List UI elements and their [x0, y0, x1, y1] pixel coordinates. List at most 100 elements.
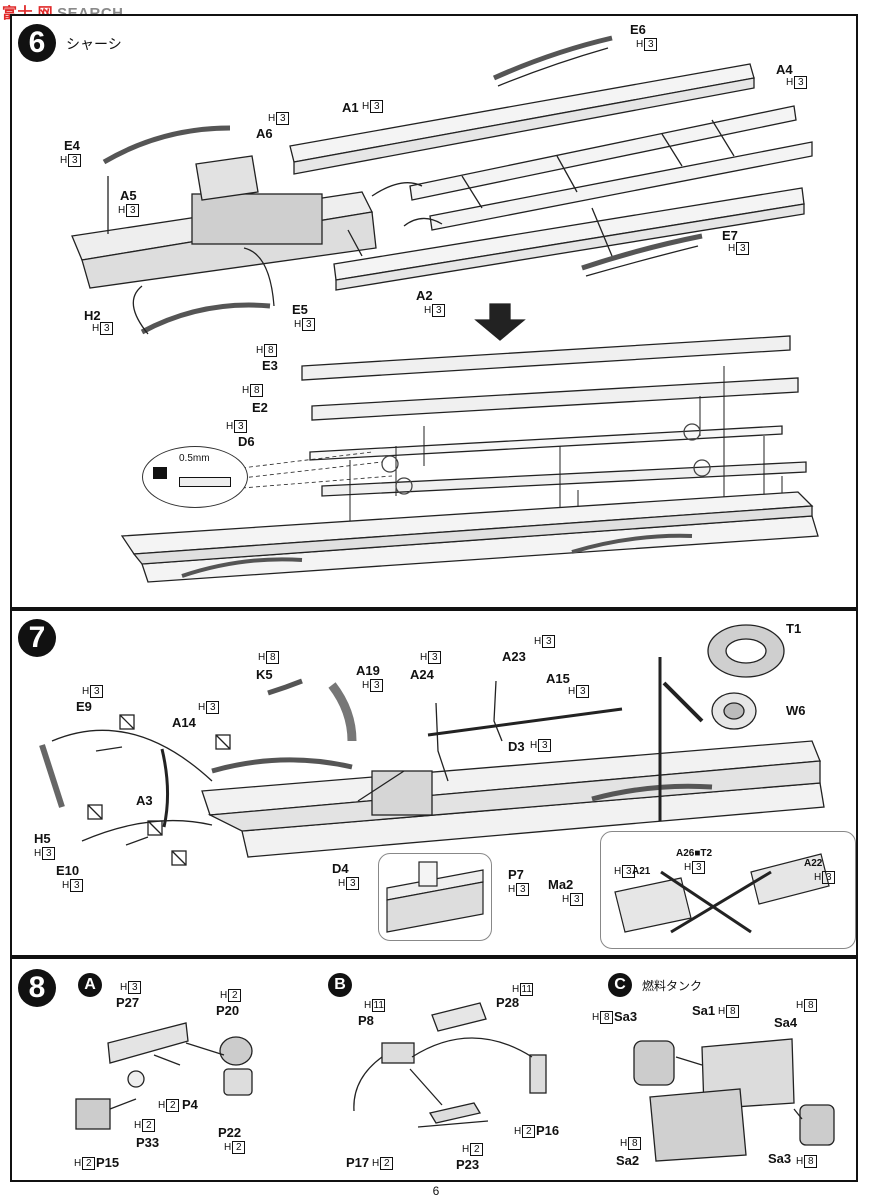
part-label-e6: E6: [630, 22, 646, 37]
fuel-tank-drawing: [75, 1002, 835, 1162]
detail-inset-left: [378, 853, 492, 941]
part-label-p7: P7: [508, 867, 524, 882]
detail-inset-axle: [600, 831, 856, 949]
inset-left-drawing: [386, 861, 484, 933]
part-label-e9: E9: [76, 699, 92, 714]
inset-axle-drawing: [614, 853, 830, 934]
part-label-sa1: Sa1: [692, 1003, 716, 1018]
part-label-t1: T1: [786, 621, 802, 636]
part-label-a26-t2: A26■T2: [676, 848, 713, 859]
part-label-e10: E10: [56, 863, 80, 878]
sub-step-c-badge: C: [608, 973, 632, 997]
part-label-ma2: Ma2: [548, 877, 574, 892]
suspension-drawing: [39, 624, 825, 866]
part-label-a14: A14: [172, 715, 196, 730]
part-label-d6: D6: [238, 434, 255, 449]
part-label-h2: H2: [84, 308, 101, 323]
part-label-p15: P15: [96, 1155, 120, 1170]
step-7-badge: 7: [18, 619, 56, 657]
part-label-d4: D4: [332, 861, 349, 876]
part-label-a1: A1: [342, 100, 359, 115]
part-label-p22: P22: [218, 1125, 242, 1140]
part-label-sa3-top: Sa3: [614, 1009, 638, 1024]
part-label-e4: E4: [64, 138, 80, 153]
part-label-a22: A22: [804, 858, 823, 869]
part-label-p27: P27: [116, 995, 140, 1010]
step-6-badge: 6: [18, 24, 56, 62]
part-label-p17: P17: [346, 1155, 370, 1170]
part-label-a3: A3: [136, 793, 153, 808]
part-label-a19: A19: [356, 663, 380, 678]
sub-step-a-badge: A: [78, 973, 102, 997]
part-label-a2: A2: [416, 288, 433, 303]
part-label-a6: A6: [256, 126, 273, 141]
sub-step-c-title: 燃料タンク: [642, 979, 703, 993]
part-label-a5: A5: [120, 188, 137, 203]
detail-plate: [179, 477, 231, 487]
cement-icon: [153, 467, 167, 479]
part-label-a21: A21: [632, 866, 651, 877]
step-6-title: シャーシ: [66, 36, 122, 52]
part-label-a24: A24: [410, 667, 434, 682]
sub-step-b-badge: B: [328, 973, 352, 997]
part-label-p4: P4: [182, 1097, 198, 1112]
part-label-e2: E2: [252, 400, 268, 415]
part-label-p20: P20: [216, 1003, 240, 1018]
step-8-badge: 8: [18, 969, 56, 1007]
part-label-e3: E3: [262, 358, 278, 373]
detail-ellipse: 0.5mm: [142, 446, 248, 508]
part-label-e7: E7: [722, 228, 738, 243]
part-label-h5: H5: [34, 831, 51, 846]
page-number: 6: [432, 1184, 440, 1198]
detail-dimension: 0.5mm: [179, 453, 210, 464]
part-label-sa3-bottom: Sa3: [768, 1151, 792, 1166]
chassis-frame-drawing: [71, 35, 819, 583]
part-label-d3: D3: [508, 739, 525, 754]
part-label-p8: P8: [358, 1013, 374, 1028]
